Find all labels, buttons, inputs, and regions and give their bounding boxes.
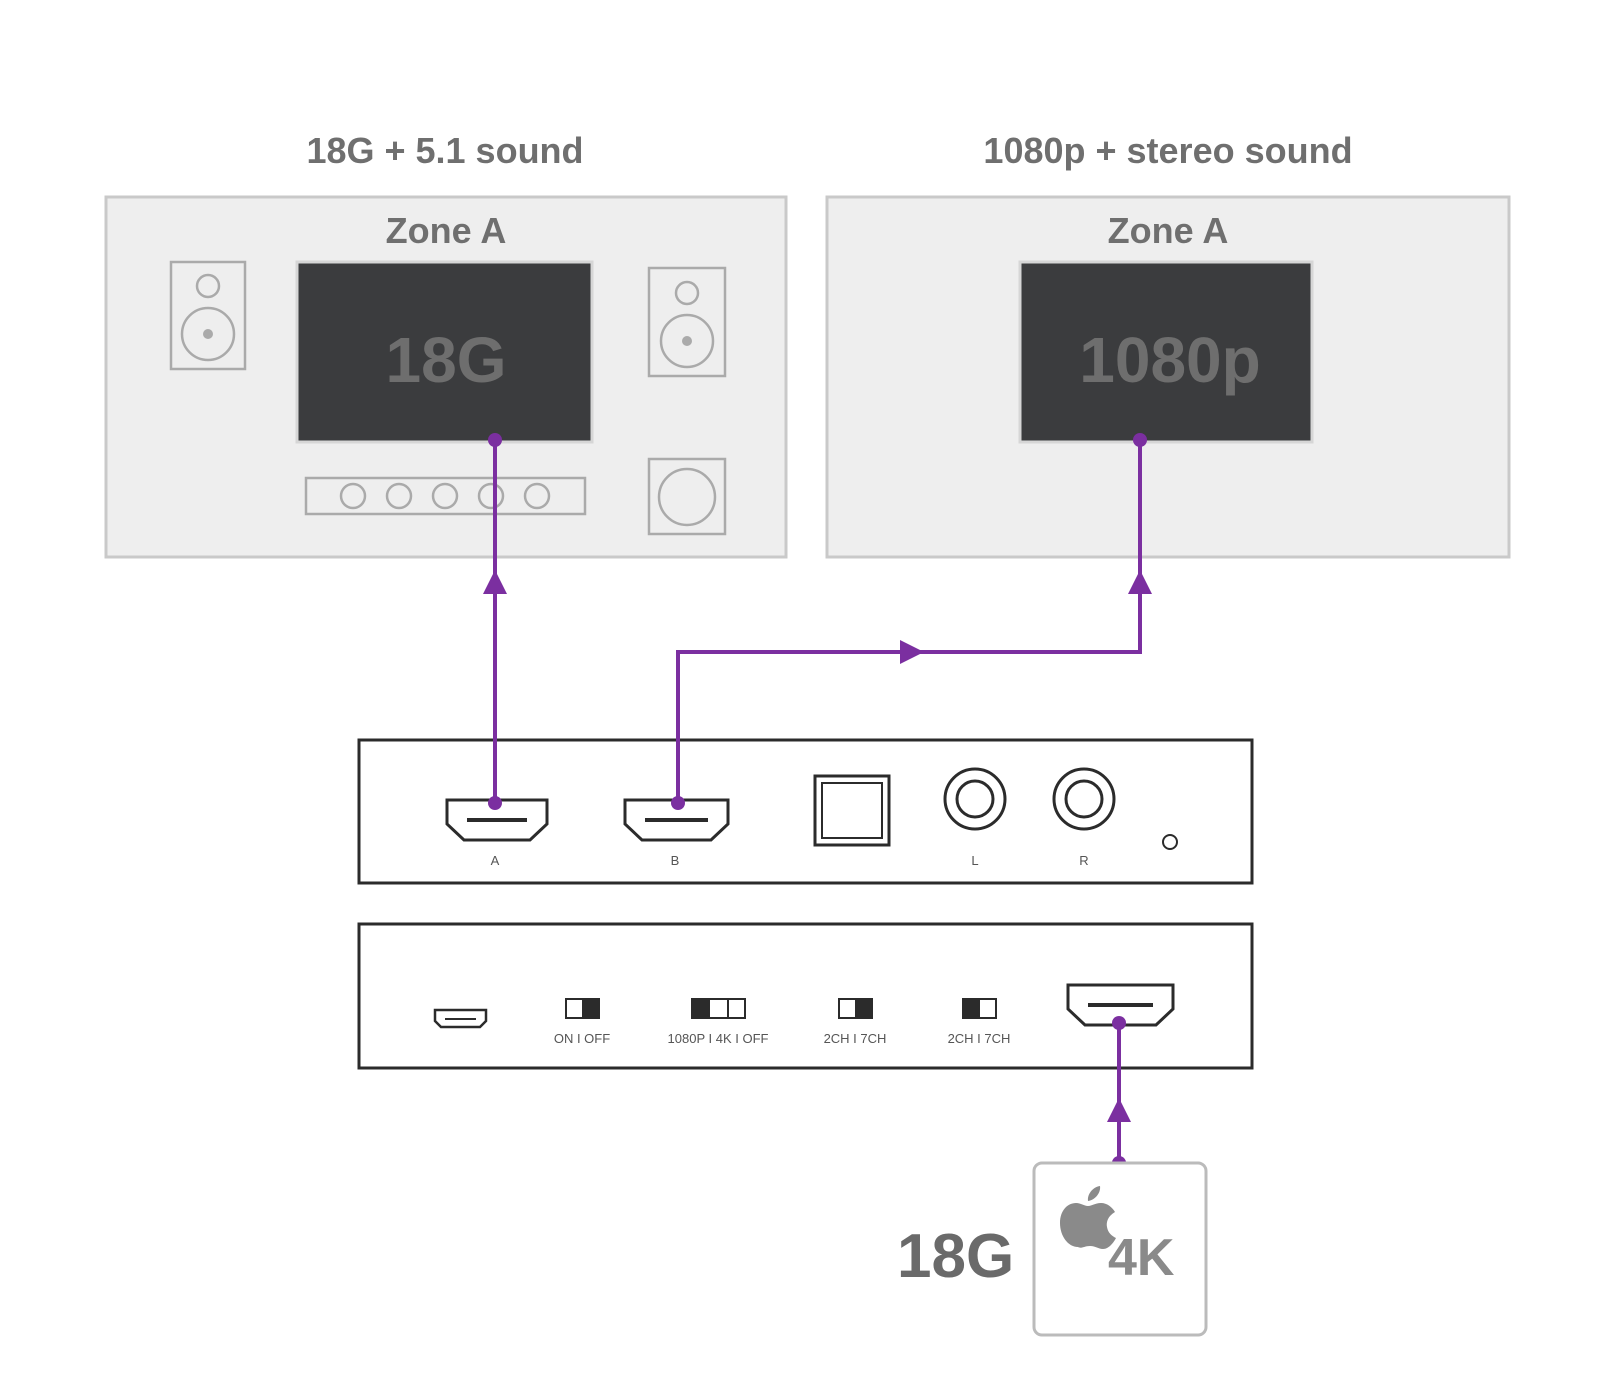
arrow-up-icon [483, 570, 507, 594]
apple-tv-device: 4K [1032, 1161, 1208, 1337]
switch-channels-1-label: 2CH I 7CH [824, 1031, 887, 1046]
arrow-up-icon [1128, 570, 1152, 594]
cable-endpoint [1112, 1016, 1126, 1030]
switch-on-off [565, 998, 600, 1019]
source-label: 18G [897, 1222, 1014, 1291]
zone-1-label: Zone A [386, 210, 507, 251]
rca-port-l [943, 767, 1007, 831]
left-speaker-icon [169, 260, 247, 371]
zone-2-label: Zone A [1108, 210, 1229, 251]
arrow-right-icon [900, 640, 924, 664]
rca-r-label: R [1079, 853, 1088, 868]
cable-endpoint [1133, 433, 1147, 447]
screen-18g-text: 18G [386, 324, 507, 396]
switch-channels-1 [838, 998, 873, 1019]
zone-1-box: Zone A 18G [104, 195, 788, 559]
zone-a-heading: 18G + 5.1 sound [306, 130, 583, 171]
hdmi-b-label: B [671, 853, 680, 868]
rca-port-r [1052, 767, 1116, 831]
subwoofer-icon [647, 457, 727, 536]
hdmi-port-b [623, 798, 730, 842]
hdmi-input-port [1066, 983, 1175, 1027]
rca-l-label: L [971, 853, 978, 868]
arrow-up-icon [1107, 1098, 1131, 1122]
apple-logo-icon [1060, 1186, 1116, 1249]
tv-screen-1080p: 1080p [1018, 260, 1314, 444]
soundbar-icon [304, 476, 587, 516]
screen-1080p-text: 1080p [1079, 324, 1260, 396]
switch-resolution-label: 1080P I 4K I OFF [668, 1031, 769, 1046]
switch-resolution [691, 998, 746, 1019]
led-indicator-icon [1162, 834, 1178, 850]
zone-b-heading: 1080p + stereo sound [983, 130, 1352, 171]
switch-channels-2-label: 2CH I 7CH [948, 1031, 1011, 1046]
cable-endpoint [488, 433, 502, 447]
zone-2-box: Zone A 1080p [825, 195, 1511, 559]
right-speaker-icon [647, 266, 727, 378]
input-panel: ON I OFF 1080P I 4K I OFF 2CH I 7CH 2CH … [357, 922, 1254, 1070]
switch-channels-2 [962, 998, 997, 1019]
output-panel: A B L R [357, 738, 1254, 885]
micro-usb-port-icon [433, 1008, 488, 1029]
cable-endpoint [488, 796, 502, 810]
cable-endpoint [671, 796, 685, 810]
switch-on-off-label: ON I OFF [554, 1031, 610, 1046]
hdmi-a-label: A [491, 853, 500, 868]
tv-screen-18g: 18G [295, 260, 594, 444]
optical-port-icon [813, 774, 891, 847]
hdmi-port-a [445, 798, 549, 842]
device-4k-text: 4K [1108, 1229, 1175, 1287]
